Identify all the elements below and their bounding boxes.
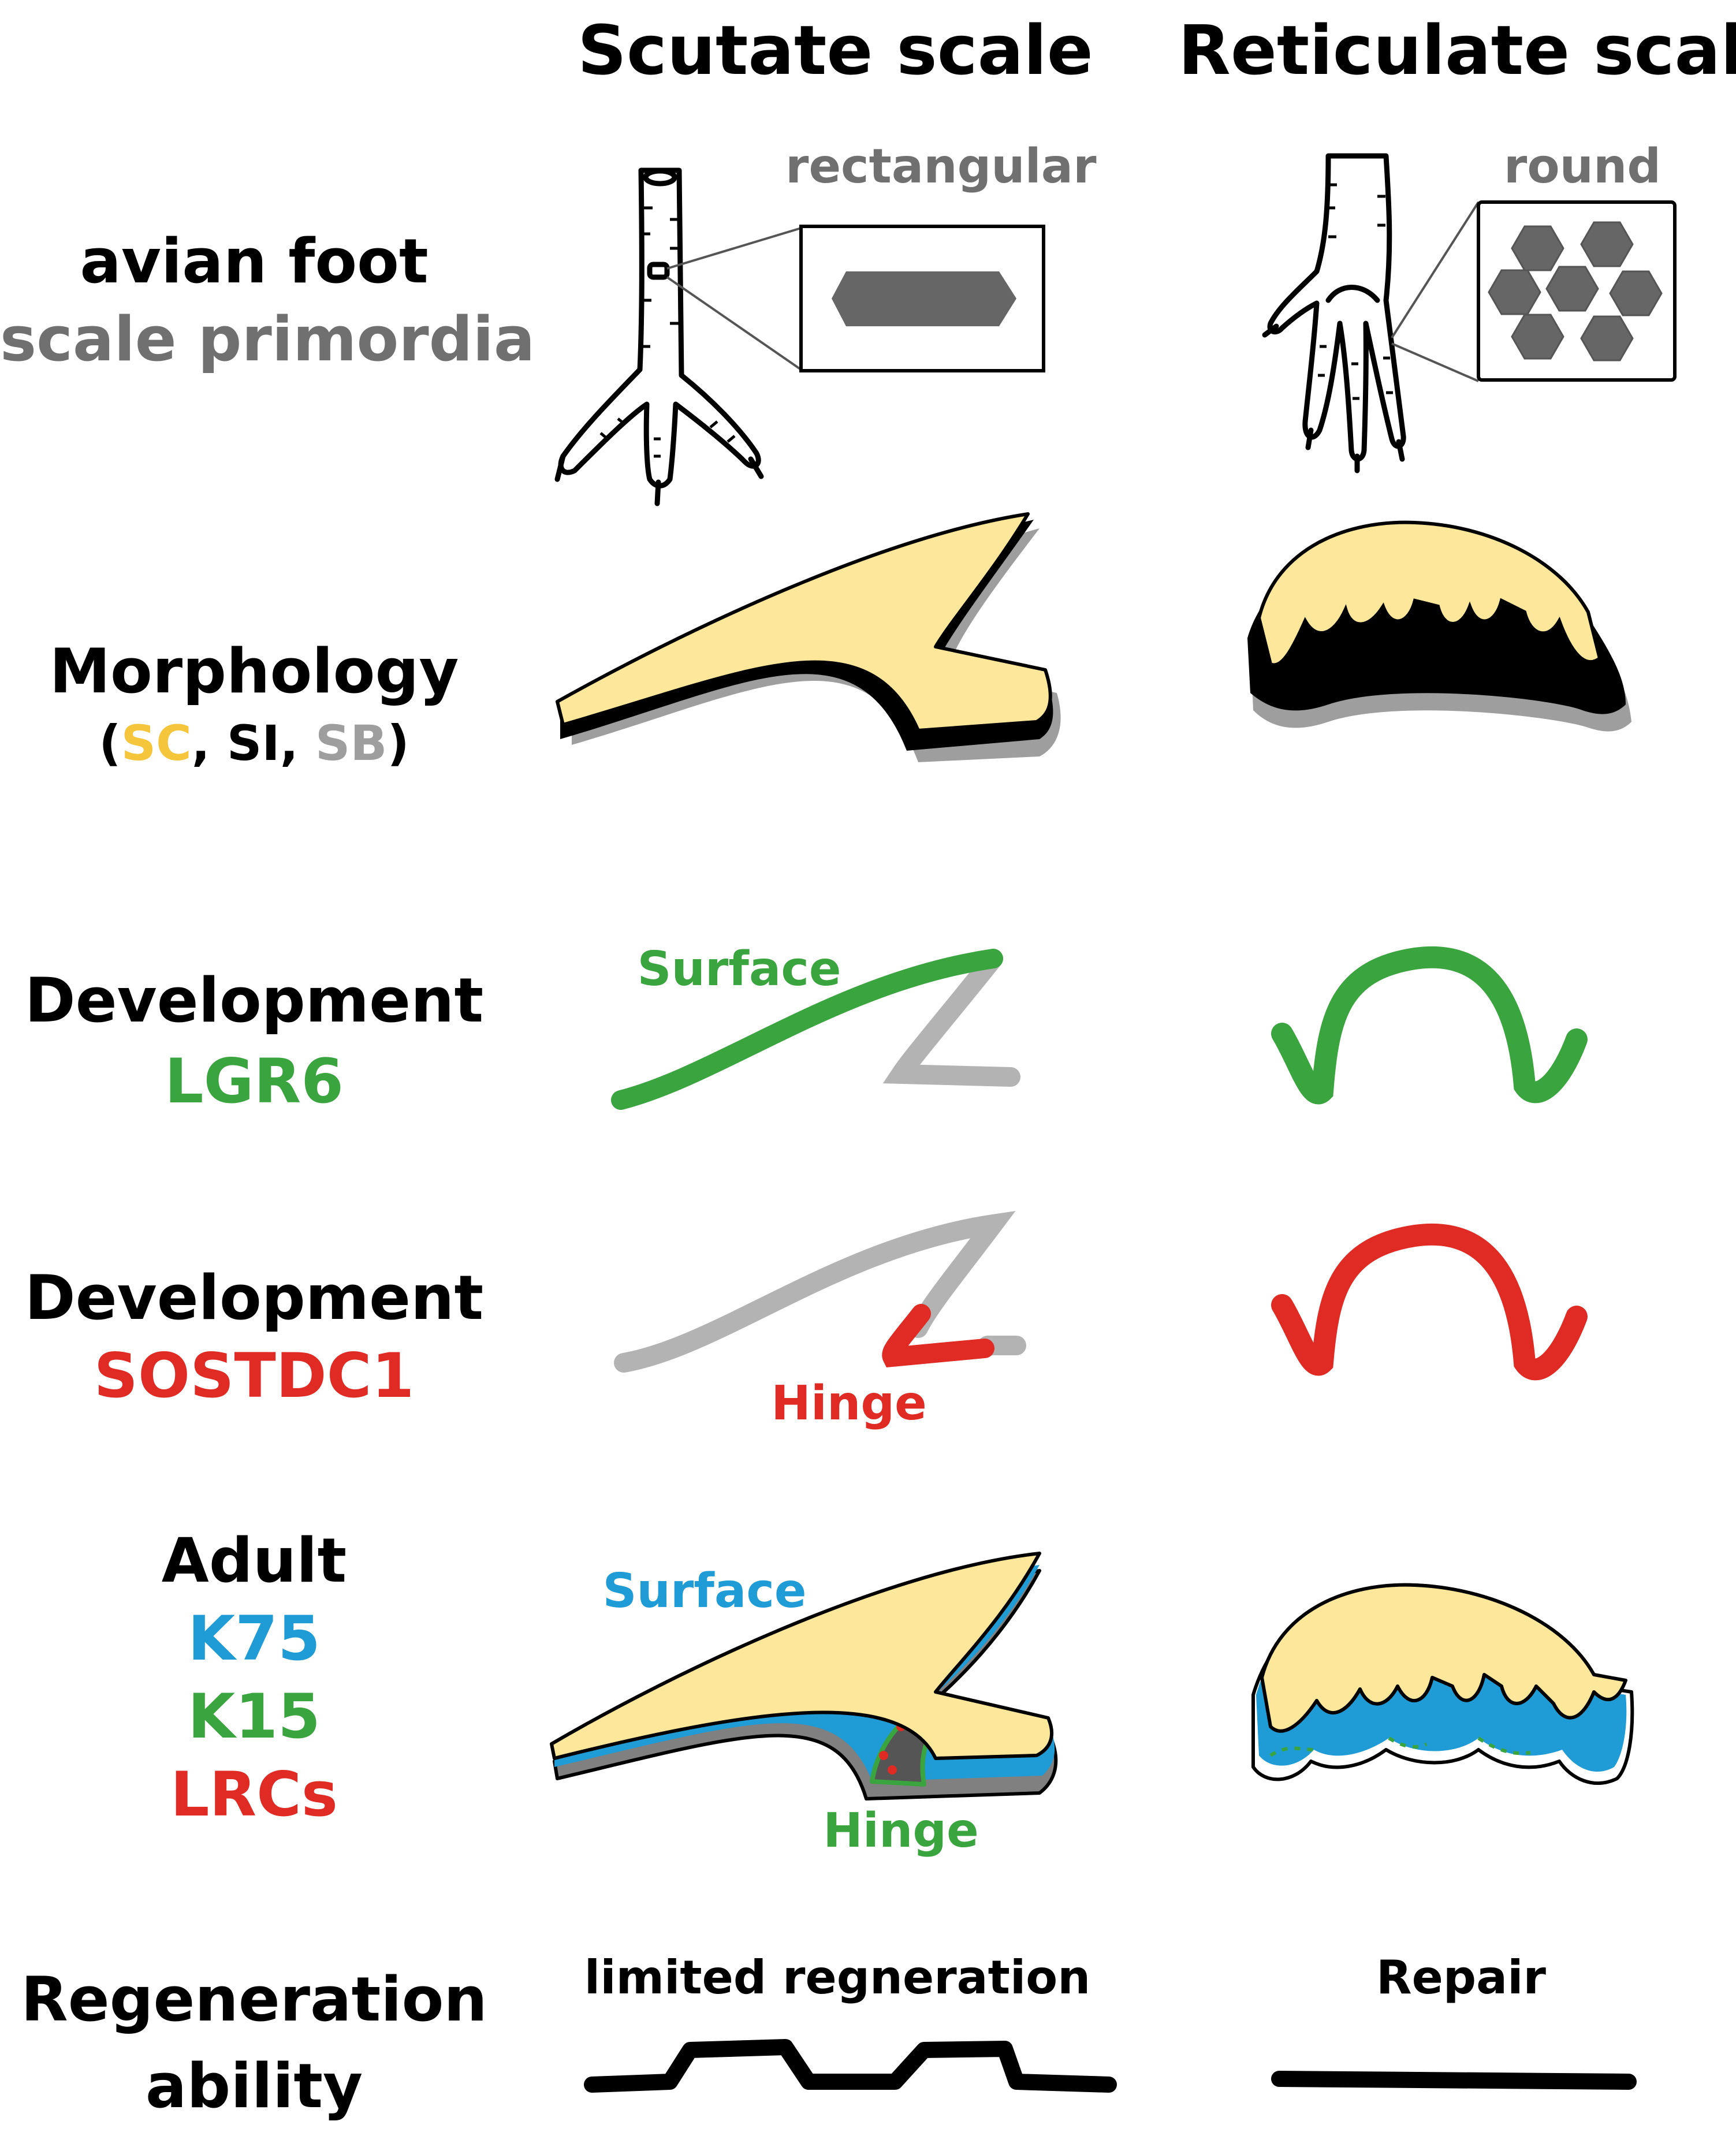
regeneration-reticulate-line <box>1271 2071 1637 2090</box>
row-label-development-1: Development <box>24 965 484 1036</box>
legend-paren-close: ) <box>387 715 409 771</box>
legend-sc: SC <box>121 715 192 771</box>
adult-scutate-scale <box>550 1552 1058 1800</box>
sostdc1-scutate-pattern <box>614 1211 1026 1373</box>
row-label-development-2: Development <box>24 1262 484 1333</box>
marker-lrcs: LRCs <box>170 1759 338 1830</box>
scutate-foot-drawing <box>554 167 764 506</box>
adult-reticulate-scale <box>1251 1583 1634 1785</box>
morphology-reticulate-scale <box>1247 520 1631 732</box>
label-limited-regeneration: limited regneration <box>584 1951 1091 2004</box>
row-label-adult: Adult <box>161 1525 347 1596</box>
legend-si: SI <box>226 715 280 771</box>
reticulate-zoom-lines <box>1391 201 1480 382</box>
legend-sb: SB <box>315 715 388 771</box>
row-label-ability: ability <box>145 2051 363 2122</box>
row-label-regeneration: Regeneration <box>21 1964 487 2035</box>
row-label-scale-primordia: scale primordia <box>0 304 535 375</box>
marker-k15: K15 <box>188 1681 321 1752</box>
marker-k75: K75 <box>188 1603 321 1674</box>
label-surface-lgr6: Surface <box>637 942 841 997</box>
row-label-avian-foot: avian foot <box>80 226 429 297</box>
legend-paren-open: ( <box>99 715 121 771</box>
legend-sep2: , <box>280 715 315 771</box>
reticulate-foot-marks <box>1318 183 1393 400</box>
label-repair: Repair <box>1376 1951 1546 2004</box>
morphology-scutate-scale <box>556 512 1061 762</box>
regeneration-scutate-line <box>584 2039 1117 2093</box>
scutate-zoom-lines <box>666 227 802 371</box>
column-header-scutate: Scutate scale <box>578 10 1093 90</box>
gene-lgr6: LGR6 <box>165 1046 344 1117</box>
legend-sep1: , <box>191 715 227 771</box>
scutate-foot-marks <box>599 206 736 458</box>
reticulate-foot-drawing <box>1262 153 1406 474</box>
morphology-legend: (SC, SI, SB) <box>0 719 508 767</box>
label-surface-adult: Surface <box>602 1564 807 1619</box>
round-primordia-box <box>1477 200 1677 382</box>
gene-sostdc1: SOSTDC1 <box>94 1340 415 1411</box>
label-hinge-sostdc1: Hinge <box>771 1376 927 1431</box>
column-header-reticulate: Reticulate scale <box>1178 10 1736 90</box>
row-label-morphology: Morphology <box>49 636 459 707</box>
sostdc1-reticulate-pattern <box>1271 1224 1588 1381</box>
label-rectangular: rectangular <box>785 139 1097 194</box>
lgr6-scutate-pattern <box>611 949 1020 1110</box>
lgr6-reticulate-pattern <box>1271 946 1588 1105</box>
label-round: round <box>1503 139 1662 194</box>
rectangular-primordia-box <box>799 225 1045 372</box>
label-hinge-adult: Hinge <box>823 1803 979 1858</box>
